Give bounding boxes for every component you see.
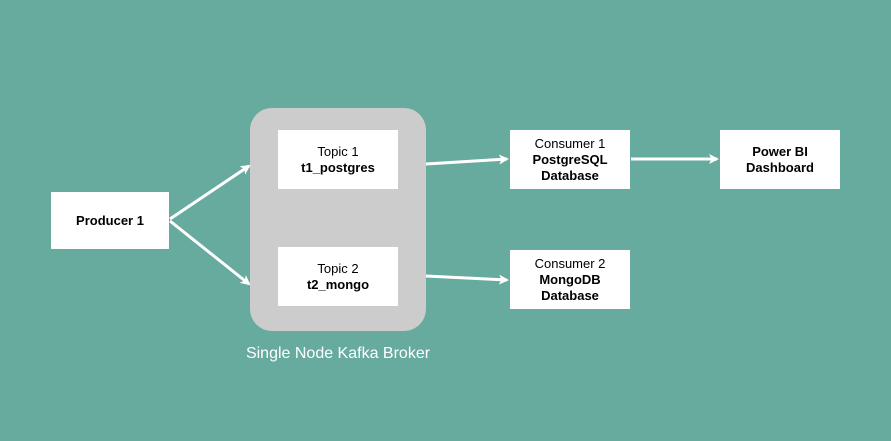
consumer-2-db-line2: Database [541, 287, 599, 303]
consumer-1-db-line2: Database [541, 167, 599, 183]
consumer-1-db-line1: PostgreSQL [532, 151, 608, 167]
topic-1-name: t1_postgres [301, 159, 375, 175]
topic-2-box: Topic 2 t2_mongo [278, 247, 398, 306]
power-bi-dashboard-box: Power BI Dashboard [720, 130, 840, 189]
topic-1-box: Topic 1 t1_postgres [278, 130, 398, 189]
arrow-topic-2-to-consumer-2 [425, 274, 509, 285]
topic-1-title: Topic 1 [317, 143, 359, 159]
topic-2-title: Topic 2 [317, 260, 359, 276]
consumer-2-title: Consumer 2 [534, 255, 606, 271]
producer-1-label: Producer 1 [76, 212, 144, 228]
arrow-producer-to-topic-1 [169, 164, 251, 221]
arrow-producer-to-topic-2 [169, 219, 251, 286]
topic-2-name: t2_mongo [306, 276, 370, 292]
broker-label: Single Node Kafka Broker [245, 345, 431, 362]
consumer-1-box: Consumer 1 PostgreSQL Database [510, 130, 630, 189]
dashboard-line2: Dashboard [746, 159, 814, 175]
consumer-1-title: Consumer 1 [534, 135, 606, 151]
producer-1-box: Producer 1 [51, 192, 169, 249]
arrow-topic-1-to-consumer-1 [425, 154, 509, 166]
consumer-2-db-line1: MongoDB [539, 271, 601, 287]
consumer-2-box: Consumer 2 MongoDB Database [510, 250, 630, 309]
dashboard-line1: Power BI [752, 143, 808, 159]
